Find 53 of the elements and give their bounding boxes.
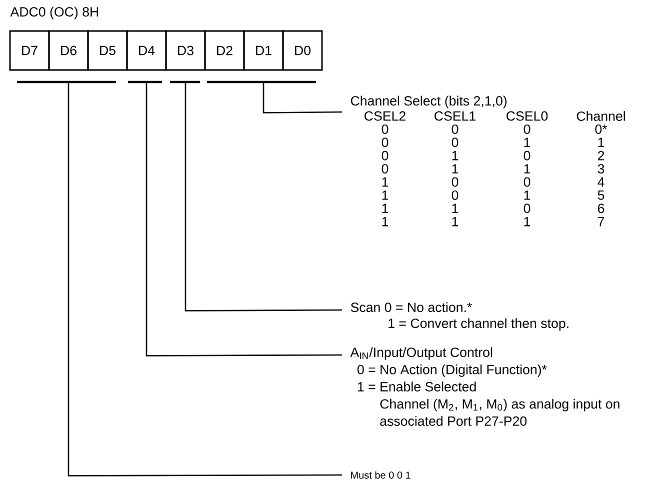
table-value: 1 bbox=[452, 151, 458, 160]
table-value: 6 bbox=[598, 204, 604, 214]
leader-line bbox=[184, 82, 342, 312]
bit-cell: D1 bbox=[243, 30, 284, 71]
table-value: 1 bbox=[452, 204, 458, 213]
field-description: A$_{IN}$/Input/Output Control 0 = No Action (Digital Function)* 1 = Enable Selected Channel (M$_{2}$, M$_{1}$, M$_{0}$) as analog input on associated Port P27-P20 bbox=[350, 347, 620, 426]
column-header: CSEL2 bbox=[364, 111, 406, 121]
bit-cell: D4 bbox=[126, 30, 167, 71]
table-value: 0 bbox=[382, 164, 388, 174]
bit-cell: D0 bbox=[282, 30, 323, 71]
column-header: CSEL0 bbox=[506, 111, 548, 121]
table-value: 5 bbox=[598, 190, 604, 200]
bit-cell: D6 bbox=[48, 30, 89, 71]
table-value: 1 bbox=[524, 190, 530, 200]
table-value: 0 bbox=[382, 138, 388, 148]
table-value: 3 bbox=[598, 164, 604, 174]
leader-line bbox=[262, 82, 342, 114]
bit-cell: D3 bbox=[165, 30, 206, 71]
field-description: Scan 0 = No action.* 1 = Convert channel then stop. bbox=[350, 302, 568, 331]
table-value: 0 bbox=[452, 124, 458, 134]
table-value: 0 bbox=[524, 124, 530, 134]
bit-cell: D2 bbox=[204, 30, 245, 71]
table-value: 1 bbox=[452, 164, 458, 174]
table-value: 7 bbox=[598, 217, 604, 226]
register-title: ADC0 (OC) 8H bbox=[10, 6, 98, 20]
table-value: 2 bbox=[598, 150, 604, 160]
column-header: Channel bbox=[576, 111, 625, 121]
table-value: 0 bbox=[452, 177, 458, 187]
column-header: CSEL1 bbox=[434, 111, 476, 121]
field-description: Must be 0 0 1 bbox=[351, 471, 410, 479]
bit-cell: D5 bbox=[87, 30, 128, 71]
table-value: 4 bbox=[598, 177, 604, 187]
table-value: 0 bbox=[524, 150, 530, 160]
table-value: 1 bbox=[382, 204, 388, 213]
table-value: 0 bbox=[382, 124, 388, 134]
field-description: Channel Select (bits 2,1,0) bbox=[350, 96, 507, 108]
table-value: 1 bbox=[452, 217, 458, 226]
table-value: 1 bbox=[524, 138, 530, 147]
table-value: 1 bbox=[382, 190, 388, 200]
table-value: 1 bbox=[382, 177, 388, 187]
table-value: 0 bbox=[452, 138, 458, 148]
table-value: 1 bbox=[382, 217, 388, 226]
table-value: 0 bbox=[524, 177, 530, 187]
table-value: 0 bbox=[382, 150, 388, 160]
bit-cell: D7 bbox=[9, 30, 50, 71]
table-value: 0* bbox=[595, 124, 608, 134]
table-value: 0 bbox=[524, 204, 530, 214]
leader-line bbox=[68, 82, 342, 476]
table-value: 1 bbox=[524, 217, 530, 226]
table-value: 1 bbox=[524, 164, 530, 174]
leader-line bbox=[146, 82, 342, 356]
table-value: 1 bbox=[598, 138, 604, 147]
table-value: 0 bbox=[452, 190, 458, 200]
